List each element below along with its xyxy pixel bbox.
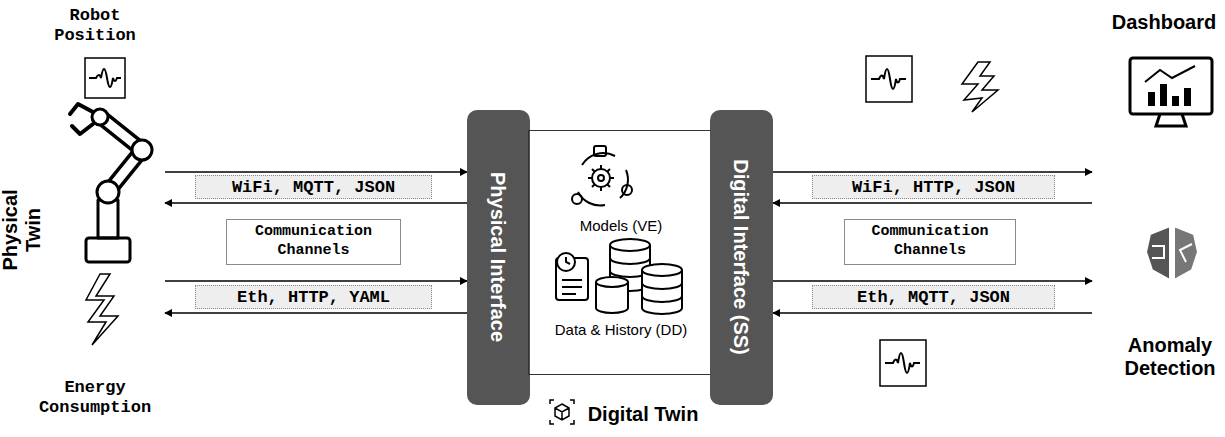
arrow-connector [165, 171, 467, 173]
channel-box: WiFi, MQTT, JSON [195, 175, 432, 199]
node-text: Communication Channels [227, 223, 400, 261]
interface-bar: Physical Interface [467, 110, 530, 405]
node-text: WiFi, MQTT, JSON [232, 178, 395, 197]
anomaly-icon [1146, 226, 1198, 280]
node-text: Digital Twin [573, 403, 713, 426]
energy-icon [86, 274, 118, 345]
node-text: Anomaly Detection [1110, 334, 1225, 380]
cube-icon [550, 400, 574, 424]
digital-twin-box: Models (VE)Data & History (DD)Digital Tw… [528, 130, 712, 375]
channel-box: WiFi, HTTP, JSON [812, 175, 1055, 199]
twin-group: Physical Twin [5, 100, 165, 350]
consumer-group: Dashboard [1092, 8, 1222, 208]
arrow-connector [773, 202, 1092, 204]
signal-label: Robot Position [40, 6, 150, 47]
consumer-group: Anomaly Detection [1092, 220, 1222, 395]
channel-box: Eth, HTTP, YAML [195, 285, 432, 309]
dashboard-icon [1130, 58, 1212, 126]
signal-icon [85, 58, 125, 98]
models-icon [572, 146, 632, 205]
signal-icon [880, 340, 926, 386]
node-text: Eth, MQTT, JSON [857, 288, 1010, 307]
signal-label: Energy Consumption [25, 378, 165, 419]
database-icon [556, 239, 682, 314]
node-text: Dashboard [1109, 11, 1219, 34]
channel-box: Eth, MQTT, JSON [812, 285, 1055, 309]
robot-arm [70, 104, 152, 262]
arrow-connector [773, 171, 1092, 173]
node-text: Digital Interface (SS) [730, 117, 752, 397]
node-text: Physical Twin [0, 185, 45, 275]
node-text: WiFi, HTTP, JSON [852, 178, 1015, 197]
energy-icon [962, 62, 998, 112]
arrow-connector [773, 280, 1092, 282]
node-text: Models (VE) [536, 217, 706, 234]
node-text: Eth, HTTP, YAML [237, 288, 390, 307]
arrow-connector [773, 312, 1092, 314]
channel-title-box: Communication Channels [844, 219, 1016, 265]
node-text: Data & History (DD) [533, 321, 709, 338]
signal-icon [866, 56, 912, 102]
arrow-connector [165, 280, 467, 282]
arrow-connector [165, 202, 467, 204]
interface-bar: Digital Interface (SS) [710, 110, 773, 405]
channel-title-box: Communication Channels [226, 219, 401, 265]
node-text: Communication Channels [845, 223, 1015, 261]
node-text: Physical Interface [487, 117, 509, 397]
arrow-connector [165, 312, 467, 314]
